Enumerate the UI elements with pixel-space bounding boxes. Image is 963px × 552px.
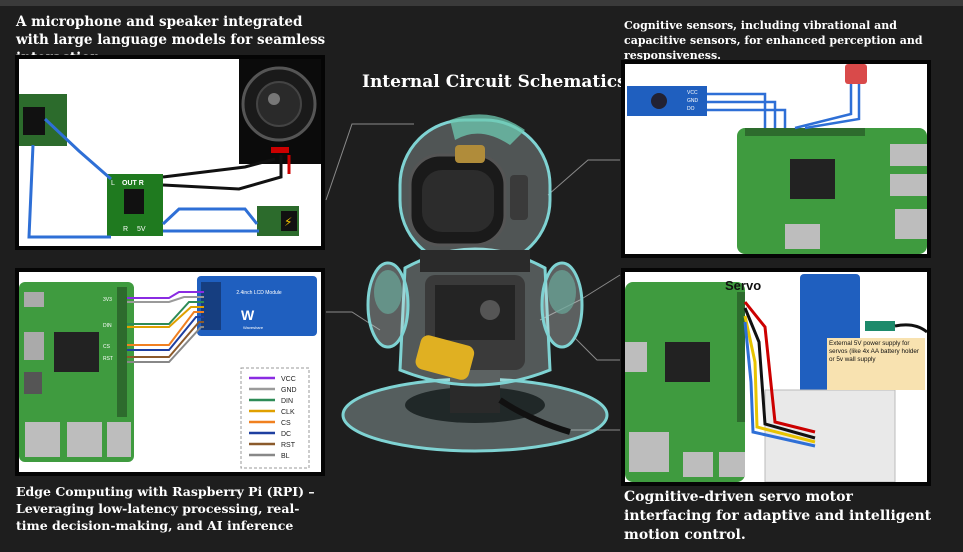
- servo-label: Servo: [725, 278, 761, 293]
- robot-battery: [415, 335, 475, 380]
- amp-pin-label: R: [123, 226, 128, 233]
- legend-label: RST: [281, 442, 296, 449]
- amp-pin-label: 5V: [137, 226, 146, 233]
- power-supply-note-box: [827, 338, 925, 390]
- legend-label: GND: [281, 387, 297, 394]
- legend-label: DIN: [281, 398, 293, 405]
- capacitive-sensor: [845, 64, 867, 84]
- legend-label: DC: [281, 431, 291, 438]
- power-supply-note: External 5V power supply for servos (lik…: [829, 340, 919, 363]
- lcd-title: 2.4inch LCD Module: [236, 290, 282, 296]
- servo-circuit-panel: Servo External 5V power supply for servo…: [621, 268, 931, 486]
- legend-label: CLK: [281, 409, 295, 416]
- rpi-pin-label: 3V3: [103, 297, 112, 303]
- robot-illustration: [341, 114, 609, 453]
- rpi-lcd-panel: 2.4inch LCD Module W Waveshare VCC GND DIN…: [15, 268, 325, 476]
- sensor-pin-label: VCC: [687, 90, 698, 96]
- amp-pin-label: L: [111, 180, 115, 187]
- rpi-pin-label: DIN: [103, 323, 112, 329]
- page-title: Internal Circuit Schematics: [362, 72, 627, 92]
- caption-servo: Cognitive-driven servo motor interfacing…: [624, 489, 932, 543]
- caption-sensors: Cognitive sensors, including vibrational…: [624, 19, 923, 62]
- legend-label: BL: [281, 453, 290, 460]
- legend-label: VCC: [281, 376, 296, 383]
- sensor-pin-label: DO: [687, 106, 695, 112]
- svg-text:⚡: ⚡: [284, 215, 292, 229]
- audio-circuit-panel: OUT R L R 5V ⚡: [15, 55, 325, 250]
- breadboard: [764, 389, 896, 482]
- rpi-pin-label: CS: [103, 344, 111, 350]
- lcd-brand: Waveshare: [243, 325, 264, 330]
- wire-legend: VCC GND DIN CLK CS DC RST BL: [249, 376, 297, 460]
- sensor-pin-label: GND: [687, 98, 699, 104]
- waveshare-logo: W: [241, 307, 255, 323]
- rpi-pin-label: RST: [103, 356, 113, 362]
- amplifier-label: OUT R: [122, 180, 144, 187]
- caption-edge-computing: Edge Computing with Raspberry Pi (RPI) –…: [16, 484, 315, 533]
- legend-label: CS: [281, 420, 291, 427]
- sensor-circuit-panel: VCC GND DO: [621, 60, 931, 258]
- window-top-bar: [0, 0, 963, 6]
- lcd-module: [197, 276, 317, 336]
